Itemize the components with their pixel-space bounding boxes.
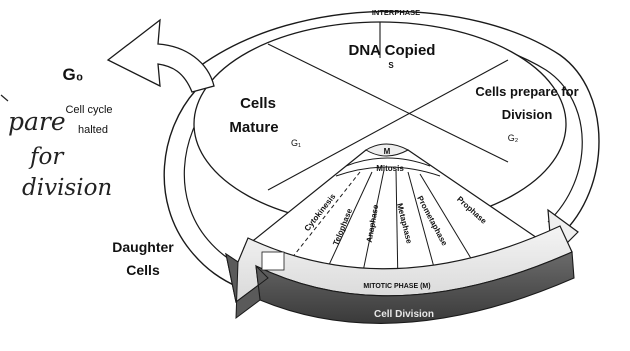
- g0-label: G₀: [63, 65, 84, 84]
- g2-title-line1: Cells prepare for: [475, 84, 578, 99]
- daughter-cells-line1: Daughter: [112, 239, 174, 255]
- g2-title-line2: Division: [502, 107, 553, 122]
- g0-text-line1: Cell cycle: [65, 104, 112, 116]
- mitosis-label: Mitosis: [376, 164, 404, 173]
- g0-exit-arrow: [108, 20, 214, 92]
- g1-title-line1: Cells: [240, 95, 276, 112]
- mitotic-band-label: MITOTIC PHASE (M): [363, 283, 430, 290]
- daughter-cells-line2: Cells: [126, 262, 160, 278]
- mitotic-hub-label: M: [384, 147, 391, 156]
- g1-code: G₁: [291, 138, 301, 148]
- interphase-label: INTERPHASE: [372, 8, 420, 17]
- g2-code: G₂: [508, 133, 519, 143]
- handwriting-line1: pare: [8, 107, 66, 136]
- handwriting-line3: division: [22, 175, 112, 201]
- handwriting-line2: for: [28, 144, 65, 170]
- g1-title-line2: Mature: [229, 119, 278, 136]
- s-title: DNA Copied: [349, 42, 436, 59]
- g0-text-line2: halted: [78, 124, 108, 136]
- cell-division-label: Cell Division: [374, 309, 434, 320]
- s-code: S: [388, 61, 394, 70]
